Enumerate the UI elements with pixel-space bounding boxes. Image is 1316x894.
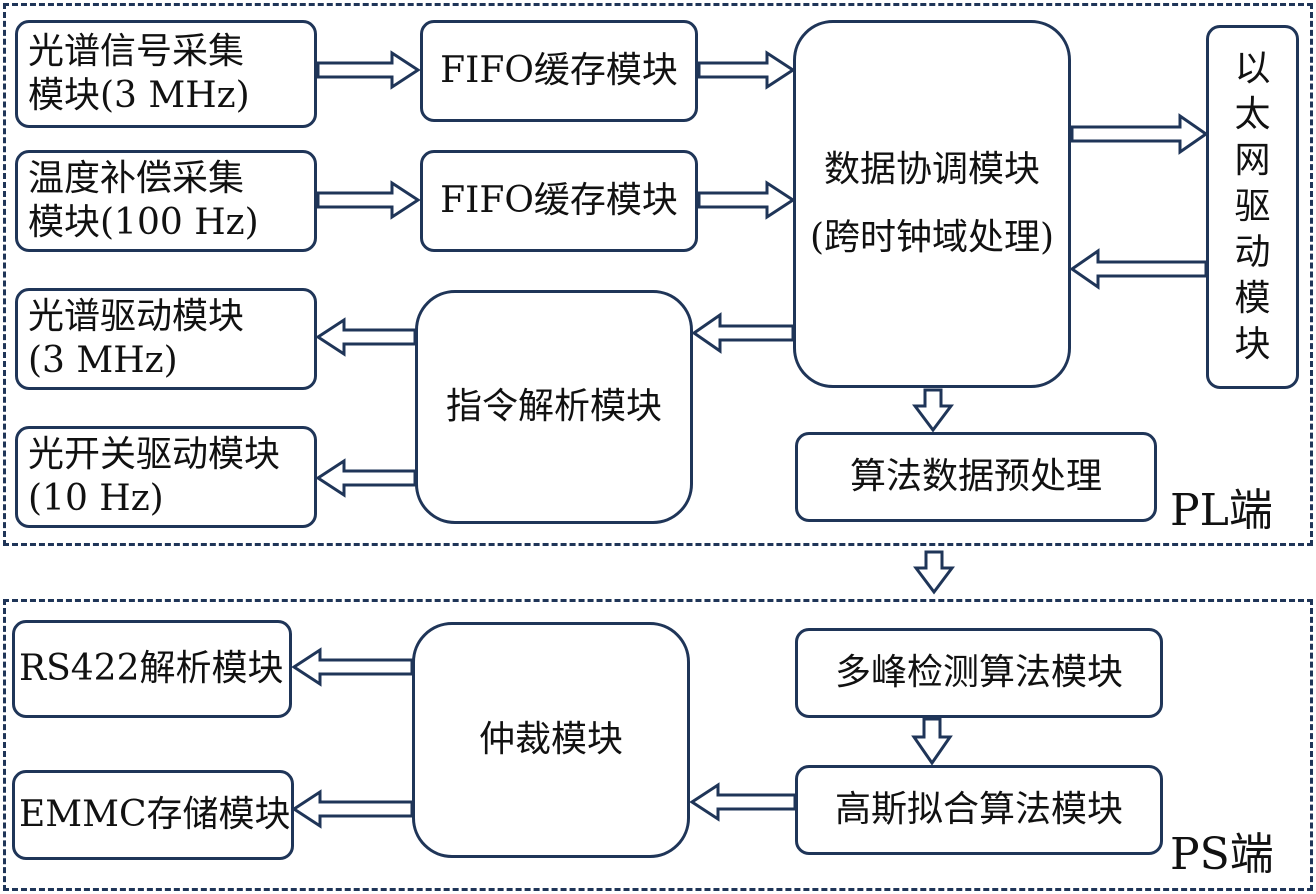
arrow-pl-to-ps [913,550,955,595]
arrow-acq-to-fifo1 [316,50,421,90]
command-parsing-module: 指令解析模块 [415,290,693,524]
gaussian-fitting-label: 高斯拟合算法模块 [834,789,1123,830]
ps-region [3,599,1313,891]
ps-side-label: PS端 [1170,829,1274,880]
arrow-fifo1-to-coord [697,50,796,90]
spectrum-acquisition-module: 光谱信号采集 模块(3 MHz) [15,20,317,128]
multipeak-detection-module: 多峰检测算法模块 [795,628,1163,718]
fifo-buffer-label-1: FIFO缓存模块 [440,50,678,91]
algorithm-preprocessing-module: 算法数据预处理 [795,432,1157,522]
arrow-gauss-to-arbiter [689,782,797,822]
data-coordination-module: 数据协调模块 (跨时钟域处理) [793,20,1071,388]
emmc-storage-module: EMMC存储模块 [12,770,294,860]
fifo-buffer-module-1: FIFO缓存模块 [420,20,698,122]
temperature-compensation-label: 温度补偿采集 模块(100 Hz) [28,158,259,243]
gaussian-fitting-module: 高斯拟合算法模块 [795,765,1163,855]
arrow-fifo2-to-coord [697,180,796,220]
fifo-buffer-module-2: FIFO缓存模块 [420,150,698,252]
spectrum-acquisition-label: 光谱信号采集 模块(3 MHz) [28,31,250,116]
optical-switch-driver-label: 光开关驱动模块 (10 Hz) [28,434,281,519]
multipeak-detection-label: 多峰检测算法模块 [834,652,1123,693]
spectrum-driver-label: 光谱驱动模块 (3 MHz) [28,296,245,381]
pl-side-label: PL端 [1170,485,1273,536]
rs422-parsing-module: RS422解析模块 [12,620,292,718]
optical-switch-driver-module: 光开关驱动模块 (10 Hz) [15,426,317,528]
temperature-compensation-module: 温度补偿采集 模块(100 Hz) [15,150,317,252]
ethernet-driver-label: 以 太 网 驱 动 模 块 [1234,48,1271,365]
arrow-temp-to-fifo2 [316,180,421,220]
spectrum-driver-module: 光谱驱动模块 (3 MHz) [15,288,317,390]
rs422-parsing-label: RS422解析模块 [19,648,284,689]
arrow-arbiter-to-emmc [291,789,414,829]
command-parsing-label: 指令解析模块 [445,386,662,427]
fifo-buffer-label-2: FIFO缓存模块 [440,180,678,221]
arbitration-module: 仲裁模块 [412,622,690,858]
ethernet-driver-module: 以 太 网 驱 动 模 块 [1206,25,1299,389]
algorithm-preprocessing-label: 算法数据预处理 [849,456,1102,497]
arbitration-label: 仲裁模块 [478,719,623,760]
arrow-ethernet-to-coord [1069,248,1208,290]
emmc-storage-label: EMMC存储模块 [19,794,291,835]
data-coordination-label: 数据协调模块 (跨时钟域处理) [809,149,1055,258]
arrow-multipeak-to-gauss [911,717,953,766]
arrow-cmdparse-to-switchdrv [315,458,417,498]
pl-region [3,3,1313,546]
arrow-arbiter-to-rs422 [291,647,414,687]
arrow-coord-to-preproc [912,388,954,433]
arrow-cmdparse-to-spectrumdrv [315,317,417,357]
arrow-coord-to-ethernet [1070,113,1209,155]
arrow-coord-to-cmdparse [691,312,795,354]
